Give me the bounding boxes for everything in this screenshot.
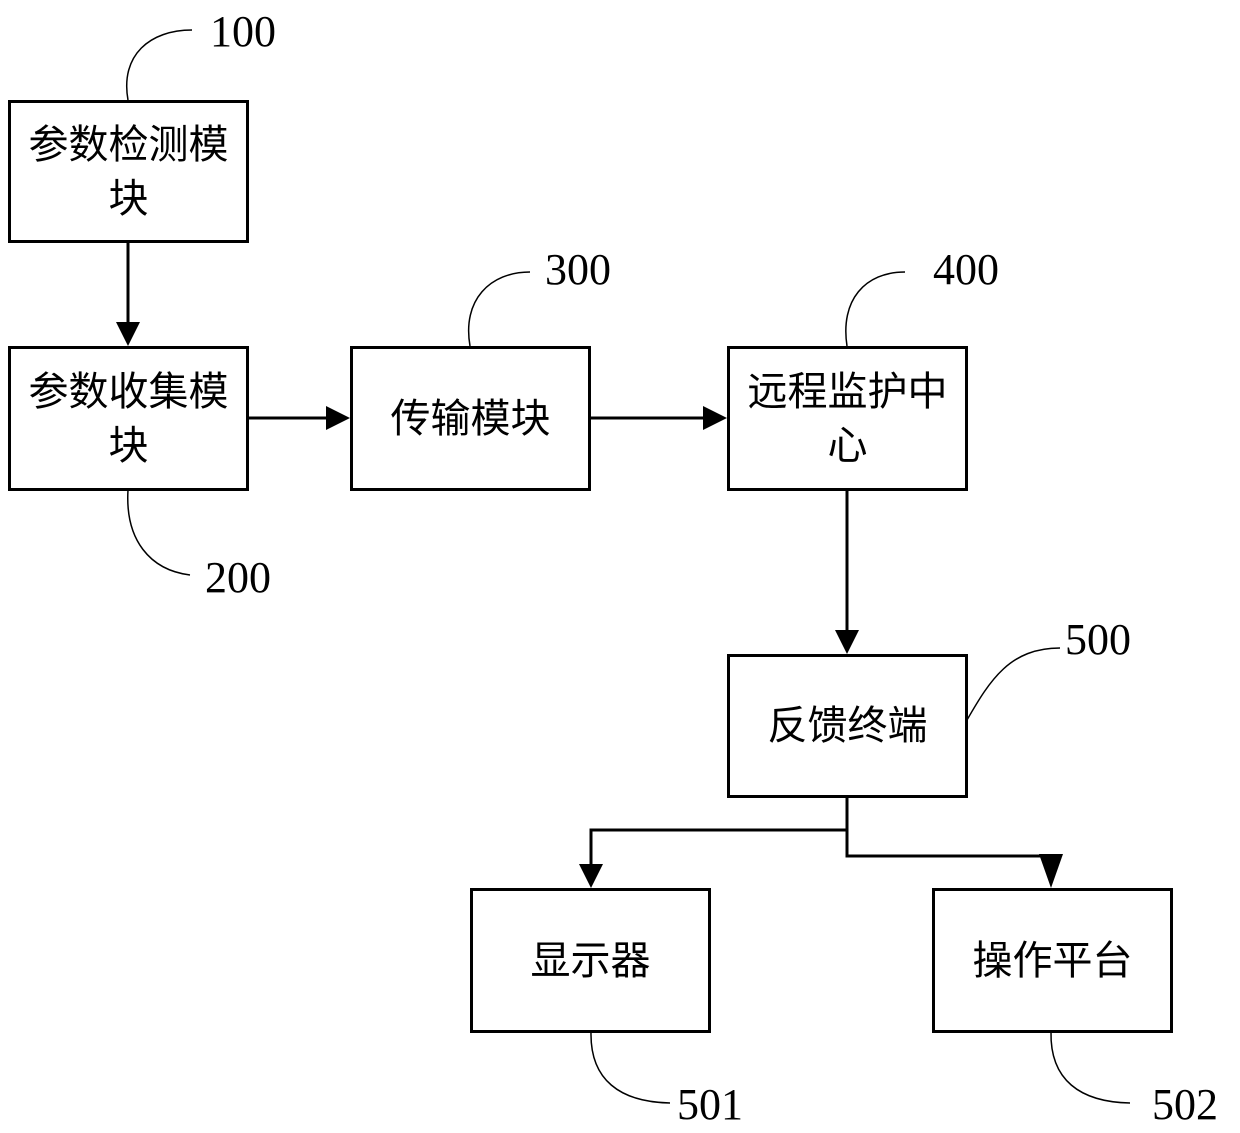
leader-500: [967, 648, 1060, 720]
arrowhead-monitor: [703, 406, 727, 430]
arrowhead-feedback: [835, 630, 859, 654]
leader-300: [469, 272, 530, 346]
ref-501: 501: [677, 1083, 743, 1127]
arrowhead-transmit: [326, 406, 350, 430]
transmit-module-label: 传输模块: [391, 392, 551, 446]
remote-monitor-center-box: 远程监护中心: [727, 346, 968, 491]
leader-501: [591, 1032, 670, 1103]
ref-502: 502: [1152, 1083, 1218, 1127]
arrow-feedback-to-operate: [847, 797, 1051, 866]
param-collect-module-box: 参数收集模块: [8, 346, 249, 491]
leader-200: [128, 490, 190, 575]
ref-200: 200: [205, 556, 271, 600]
feedback-terminal-box: 反馈终端: [727, 654, 968, 798]
operation-platform-label: 操作平台: [973, 934, 1133, 988]
param-detect-module-label: 参数检测模块: [14, 118, 244, 226]
remote-monitor-center-label: 远程监护中心: [733, 365, 963, 473]
leader-502: [1051, 1032, 1130, 1103]
arrow-feedback-to-display: [591, 797, 847, 866]
display-box: 显示器: [470, 888, 711, 1033]
arrowhead-collect: [116, 322, 140, 346]
ref-300: 300: [545, 248, 611, 292]
operation-platform-box: 操作平台: [932, 888, 1173, 1033]
feedback-terminal-label: 反馈终端: [768, 699, 928, 753]
transmit-module-box: 传输模块: [350, 346, 591, 491]
param-detect-module-box: 参数检测模块: [8, 100, 249, 243]
leader-400: [846, 272, 905, 346]
leader-100: [127, 30, 192, 100]
arrowhead-operate: [1039, 854, 1063, 888]
display-label: 显示器: [531, 934, 651, 988]
ref-100: 100: [210, 10, 276, 54]
ref-400: 400: [933, 248, 999, 292]
param-collect-module-label: 参数收集模块: [14, 365, 244, 473]
arrowhead-display: [579, 864, 603, 888]
ref-500: 500: [1065, 618, 1131, 662]
